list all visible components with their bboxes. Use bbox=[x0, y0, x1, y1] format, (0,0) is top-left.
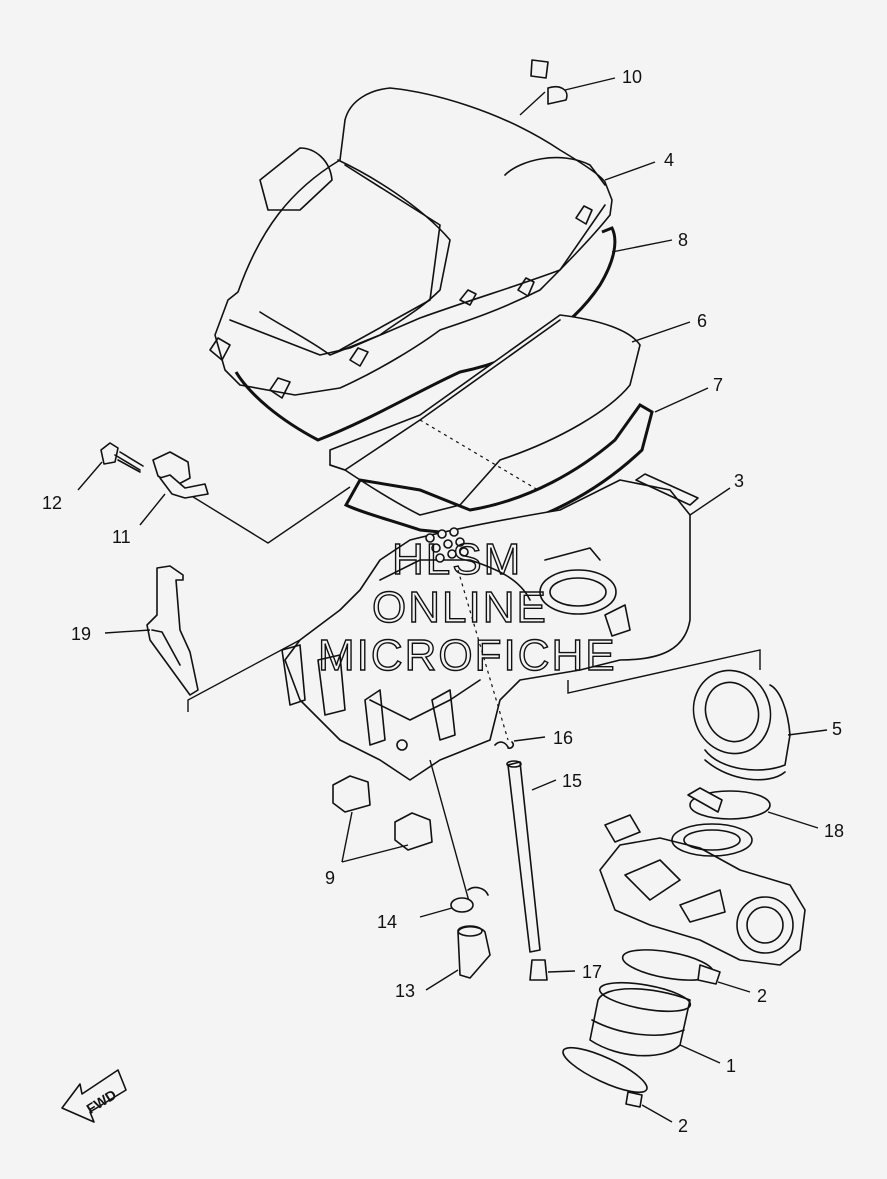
callout-13: 13 bbox=[395, 981, 415, 1001]
part-12-bolt bbox=[77, 442, 144, 491]
callout-8: 8 bbox=[678, 230, 688, 250]
callout-19: 19 bbox=[71, 624, 91, 644]
part-15-hose bbox=[506, 760, 557, 953]
callout-7: 7 bbox=[713, 375, 723, 395]
callout-2-upper: 2 bbox=[757, 986, 767, 1006]
callout-12: 12 bbox=[42, 493, 62, 513]
part-10-label bbox=[519, 59, 568, 116]
watermark: HLSM ONLINE MICROFICHE bbox=[317, 534, 617, 680]
part-17-plug bbox=[529, 959, 576, 981]
part-2-clamp-upper bbox=[621, 949, 751, 993]
part-9-dampers bbox=[332, 775, 433, 863]
part-4-airbox-cover bbox=[209, 87, 613, 399]
callout-11: 11 bbox=[112, 527, 131, 547]
callout-17: 17 bbox=[582, 962, 602, 982]
throttle-body bbox=[599, 814, 806, 966]
callout-14: 14 bbox=[377, 912, 397, 932]
part-5-joint bbox=[692, 669, 828, 781]
leader-7 bbox=[654, 387, 709, 413]
part-6-filter-element bbox=[329, 314, 641, 516]
callout-1: 1 bbox=[726, 1056, 736, 1076]
watermark-line1: HLSM bbox=[392, 535, 522, 584]
callout-5: 5 bbox=[832, 719, 842, 739]
assembly-line-5 bbox=[567, 649, 761, 694]
leader-10 bbox=[564, 77, 616, 91]
callout-6: 6 bbox=[697, 311, 707, 331]
part-3-airbox-case bbox=[281, 473, 731, 781]
assembly-line-19 bbox=[187, 639, 301, 712]
watermark-line2: ONLINE bbox=[372, 583, 548, 632]
callout-labels: 10 4 8 6 7 3 12 11 19 5 16 15 18 9 14 2 … bbox=[42, 67, 844, 1136]
assembly-line-16 bbox=[457, 569, 509, 741]
part-16-clip bbox=[494, 736, 546, 749]
part-11-sensor bbox=[139, 451, 209, 526]
part-18-clamp bbox=[687, 787, 819, 829]
part-7-filter-frame bbox=[343, 403, 654, 537]
watermark-line3: MICROFICHE bbox=[318, 631, 617, 680]
leader-6 bbox=[631, 321, 691, 343]
callout-15: 15 bbox=[562, 771, 582, 791]
part-8-seal bbox=[234, 226, 617, 442]
leader-4 bbox=[604, 161, 656, 181]
part-19-bracket bbox=[104, 565, 199, 696]
callout-10: 10 bbox=[622, 67, 642, 87]
leader-8 bbox=[611, 239, 673, 253]
callout-18: 18 bbox=[824, 821, 844, 841]
callout-9: 9 bbox=[325, 868, 335, 888]
part-1-joint bbox=[589, 981, 721, 1064]
callout-16: 16 bbox=[553, 728, 573, 748]
part-13-cap bbox=[425, 925, 491, 991]
callout-3: 3 bbox=[734, 471, 744, 491]
callout-2-lower: 2 bbox=[678, 1116, 688, 1136]
assembly-line-11 bbox=[189, 486, 351, 544]
fwd-arrow-icon: FWD bbox=[61, 1069, 127, 1123]
part-2-clamp-lower bbox=[562, 1046, 673, 1123]
callout-4: 4 bbox=[664, 150, 674, 170]
assembly-line-14 bbox=[429, 759, 471, 906]
vent-holes bbox=[425, 527, 469, 563]
part-14-grommet bbox=[419, 886, 489, 918]
